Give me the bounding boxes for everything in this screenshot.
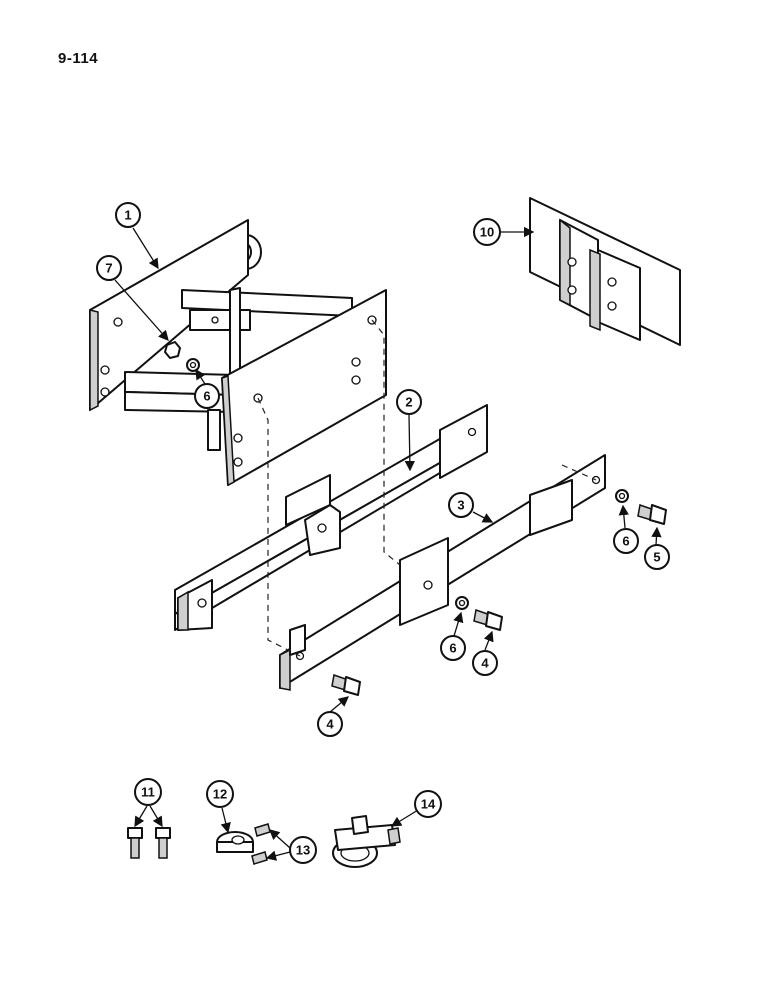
svg-text:11: 11 bbox=[141, 785, 155, 800]
page-number: 9-114 bbox=[58, 50, 99, 67]
svg-text:12: 12 bbox=[213, 787, 227, 802]
bolts-11 bbox=[127, 827, 171, 859]
svg-text:10: 10 bbox=[480, 225, 494, 240]
svg-text:4: 4 bbox=[326, 717, 334, 732]
svg-text:3: 3 bbox=[457, 498, 464, 513]
collar-12 bbox=[216, 831, 254, 853]
bar-hardware bbox=[331, 489, 667, 696]
callout-14: 14 bbox=[414, 790, 442, 818]
svg-text:4: 4 bbox=[481, 656, 489, 671]
callout-6: 6 bbox=[194, 383, 220, 409]
leader-lines bbox=[114, 226, 662, 861]
svg-text:1: 1 bbox=[124, 208, 131, 223]
callout-12: 12 bbox=[206, 780, 234, 808]
angle-bracket bbox=[529, 197, 681, 346]
callout-1: 1 bbox=[115, 202, 141, 228]
callout-6: 6 bbox=[440, 635, 466, 661]
callout-13: 13 bbox=[289, 836, 317, 864]
callout-11: 11 bbox=[134, 778, 162, 806]
svg-text:5: 5 bbox=[653, 550, 660, 565]
svg-text:13: 13 bbox=[296, 843, 310, 858]
alignment-lines bbox=[257, 319, 597, 657]
callout-3: 3 bbox=[448, 492, 474, 518]
clamp-14 bbox=[332, 815, 401, 868]
callout-6: 6 bbox=[613, 528, 639, 554]
svg-text:6: 6 bbox=[449, 641, 456, 656]
svg-text:6: 6 bbox=[622, 534, 629, 549]
svg-text:7: 7 bbox=[105, 261, 112, 276]
frame-assembly bbox=[89, 219, 387, 487]
set-screws-13 bbox=[251, 823, 271, 865]
svg-text:2: 2 bbox=[405, 395, 412, 410]
callout-7: 7 bbox=[96, 255, 122, 281]
lower-bar bbox=[279, 454, 606, 691]
callout-2: 2 bbox=[396, 389, 422, 415]
callout-4: 4 bbox=[472, 650, 498, 676]
callout-5: 5 bbox=[644, 544, 670, 570]
callout-4: 4 bbox=[317, 711, 343, 737]
svg-text:14: 14 bbox=[421, 797, 436, 812]
callout-10: 10 bbox=[473, 218, 501, 246]
svg-text:6: 6 bbox=[203, 389, 210, 404]
